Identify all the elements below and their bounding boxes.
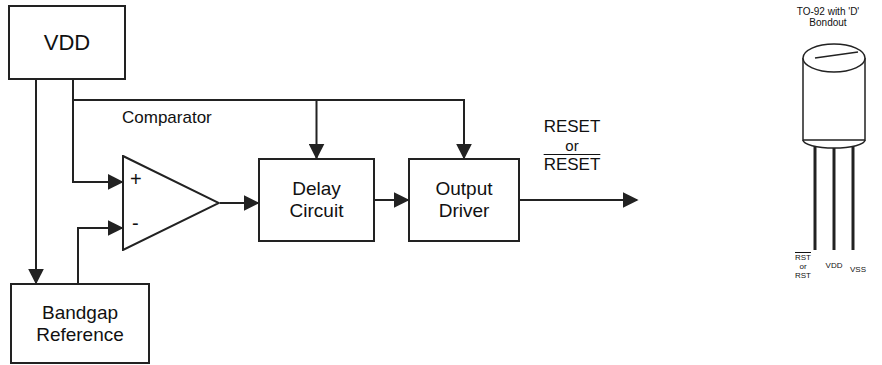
signal-wire: [35, 80, 37, 283]
output-line: [520, 199, 637, 201]
signal-name: RESET: [527, 118, 617, 137]
package-flat-edge: [815, 52, 858, 58]
box-label: Delay Circuit: [266, 178, 367, 222]
pin-name: VSS: [845, 266, 871, 275]
package-base: [803, 140, 865, 148]
pin-name: RST: [790, 272, 816, 281]
process-box: Delay Circuit: [258, 158, 375, 242]
pin-name: VDD: [822, 262, 846, 271]
input-sign: -: [132, 212, 139, 235]
input-sign: +: [130, 168, 142, 191]
comparator-outline: [123, 156, 219, 250]
package-name: TO-92 with 'D' Bondout: [780, 6, 876, 28]
signal-name: or: [527, 138, 617, 155]
signal-wire: [73, 80, 122, 182]
box-label: Output Driver: [416, 178, 512, 222]
signal-wire: [73, 80, 464, 158]
pin-name: or: [790, 263, 816, 272]
package-lead: [833, 148, 836, 250]
signal-wire: [78, 228, 122, 283]
block-title: Comparator: [122, 108, 212, 128]
supply-box: VDD: [8, 5, 126, 80]
signal-wire: [220, 202, 258, 204]
package-top: [803, 44, 865, 72]
box-label: VDD: [44, 30, 90, 55]
reference-box: Bandgap Reference: [10, 283, 150, 364]
package-lead: [814, 146, 817, 250]
signal-wire: [73, 80, 317, 158]
pin-name: RST: [790, 254, 816, 263]
process-box: Output Driver: [408, 158, 520, 242]
package-lead: [852, 146, 855, 250]
box-label: Bandgap Reference: [18, 302, 142, 346]
comparator-triangle: Comparator + -: [122, 108, 220, 252]
to92-package: [803, 44, 865, 250]
signal-name: RESET: [527, 156, 617, 175]
signal-wire: [375, 199, 408, 201]
